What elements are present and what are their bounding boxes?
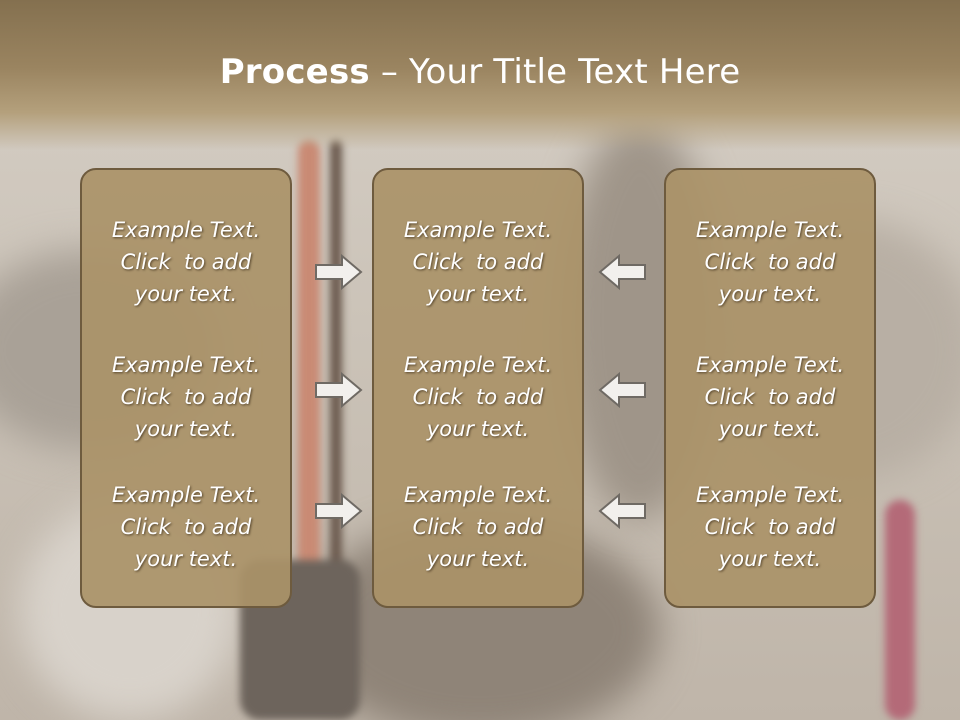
text-line: your text. [426,282,530,306]
title-bold: Process [219,52,370,92]
text-item[interactable]: Example Text. Click to add your text. [82,349,290,445]
text-line: Click to add [120,515,252,539]
text-line: Example Text. [403,353,553,377]
text-line: your text. [718,547,822,571]
arrow-left-icon [598,253,646,291]
slide-title[interactable]: Process – Your Title Text Here [0,52,960,92]
text-item[interactable]: Example Text. Click to add your text. [82,479,290,575]
text-line: Example Text. [403,483,553,507]
text-item[interactable]: Example Text. Click to add your text. [666,479,874,575]
text-item[interactable]: Example Text. Click to add your text. [374,349,582,445]
text-line: Example Text. [403,218,553,242]
text-line: Example Text. [695,353,845,377]
text-line: your text. [134,547,238,571]
text-item[interactable]: Example Text. Click to add your text. [374,479,582,575]
text-line: Click to add [120,385,252,409]
arrow-right-icon [315,371,363,409]
text-line: Click to add [704,250,836,274]
text-line: Click to add [120,250,252,274]
text-item[interactable]: Example Text. Click to add your text. [666,214,874,310]
text-line: Example Text. [111,353,261,377]
text-box-left[interactable]: Example Text. Click to add your text. Ex… [80,168,292,608]
arrow-left-icon [598,371,646,409]
text-line: Click to add [704,385,836,409]
arrow-left-icon [598,492,646,530]
text-box-center[interactable]: Example Text. Click to add your text. Ex… [372,168,584,608]
text-line: your text. [134,417,238,441]
text-line: Example Text. [695,483,845,507]
text-line: Click to add [704,515,836,539]
text-line: Example Text. [111,218,261,242]
arrow-right-icon [315,253,363,291]
text-line: your text. [426,547,530,571]
text-item[interactable]: Example Text. Click to add your text. [374,214,582,310]
text-box-right[interactable]: Example Text. Click to add your text. Ex… [664,168,876,608]
title-rest: – Your Title Text Here [369,52,741,92]
text-line: Click to add [412,250,544,274]
text-line: Click to add [412,515,544,539]
text-line: Example Text. [695,218,845,242]
text-line: Example Text. [111,483,261,507]
text-item[interactable]: Example Text. Click to add your text. [666,349,874,445]
text-line: Click to add [412,385,544,409]
text-line: your text. [134,282,238,306]
text-line: your text. [426,417,530,441]
text-line: your text. [718,282,822,306]
text-item[interactable]: Example Text. Click to add your text. [82,214,290,310]
arrow-right-icon [315,492,363,530]
text-line: your text. [718,417,822,441]
title-bar [0,0,960,150]
